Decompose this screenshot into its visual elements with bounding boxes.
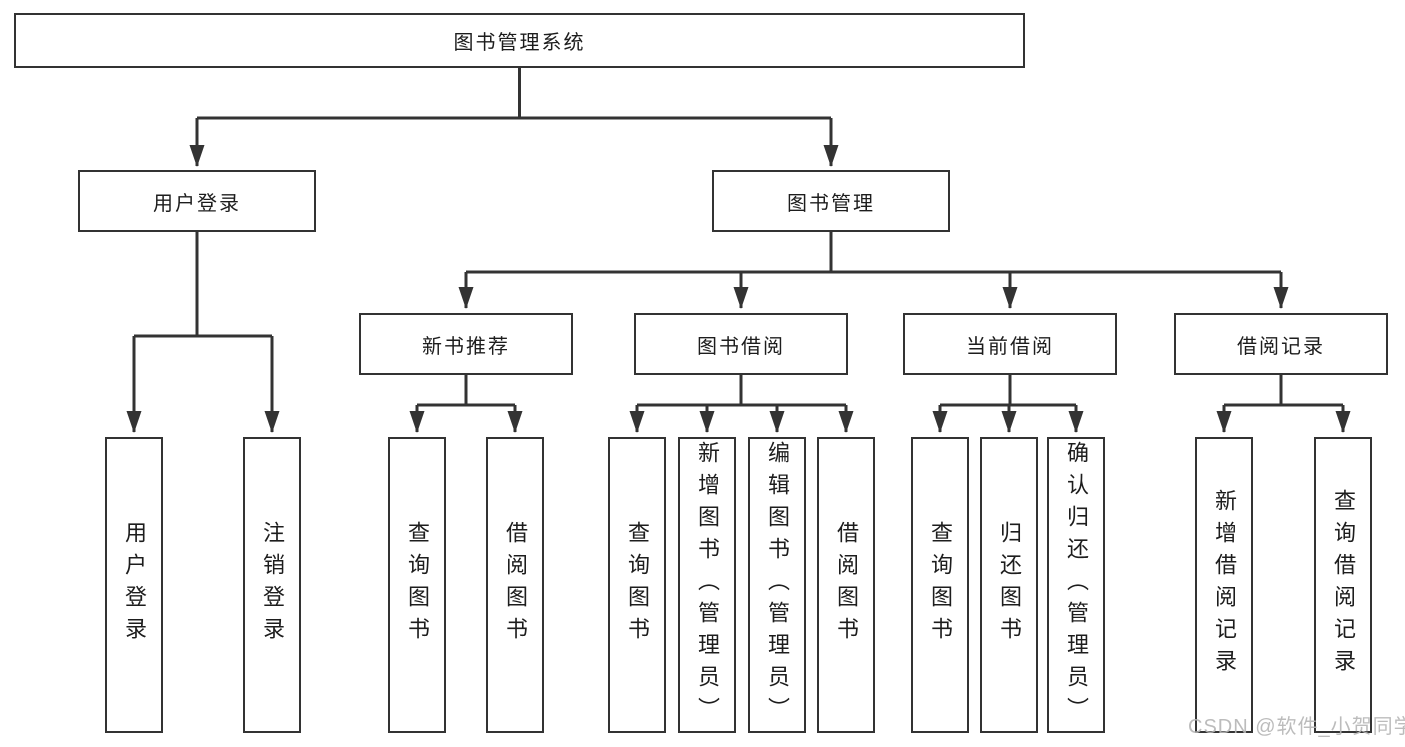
leaf-current-confirm-return-admin: 确认归还（管理员） bbox=[1047, 437, 1105, 733]
node-current-borrow: 当前借阅 bbox=[903, 313, 1117, 375]
leaf-borrow-add-book-admin: 新增图书（管理员） bbox=[678, 437, 736, 733]
leaf-logout: 注销登录 bbox=[243, 437, 301, 733]
leaf-borrow-edit-book-admin: 编辑图书（管理员） bbox=[748, 437, 806, 733]
leaf-user-login: 用户登录 bbox=[105, 437, 163, 733]
leaf-current-query-books: 查询图书 bbox=[911, 437, 969, 733]
connector-userlogin-stem bbox=[134, 232, 272, 338]
connector-records-stem bbox=[1224, 375, 1343, 407]
leaf-newbook-query-books: 查询图书 bbox=[388, 437, 446, 733]
node-user-login-branch: 用户登录 bbox=[78, 170, 316, 232]
connector-root-stem bbox=[197, 68, 831, 120]
csdn-watermark: CSDN @软件_小贺同学 bbox=[1188, 716, 1405, 738]
leaf-records-add-record: 新增借阅记录 bbox=[1195, 437, 1253, 733]
node-system-root: 图书管理系统 bbox=[14, 13, 1025, 68]
leaf-borrow-query-books: 查询图书 bbox=[608, 437, 666, 733]
connector-newbook-stem bbox=[417, 375, 515, 407]
node-book-management: 图书管理 bbox=[712, 170, 950, 232]
node-book-borrow: 图书借阅 bbox=[634, 313, 848, 375]
connector-bookmgmt-stem bbox=[466, 232, 1281, 274]
connector-borrow-stem bbox=[637, 375, 846, 407]
node-new-book-recommend: 新书推荐 bbox=[359, 313, 573, 375]
node-borrow-records: 借阅记录 bbox=[1174, 313, 1388, 375]
leaf-current-return-books: 归还图书 bbox=[980, 437, 1038, 733]
leaf-newbook-borrow-books: 借阅图书 bbox=[486, 437, 544, 733]
leaf-borrow-borrow-books: 借阅图书 bbox=[817, 437, 875, 733]
leaf-records-query-record: 查询借阅记录 bbox=[1314, 437, 1372, 733]
connector-current-stem bbox=[940, 375, 1076, 407]
